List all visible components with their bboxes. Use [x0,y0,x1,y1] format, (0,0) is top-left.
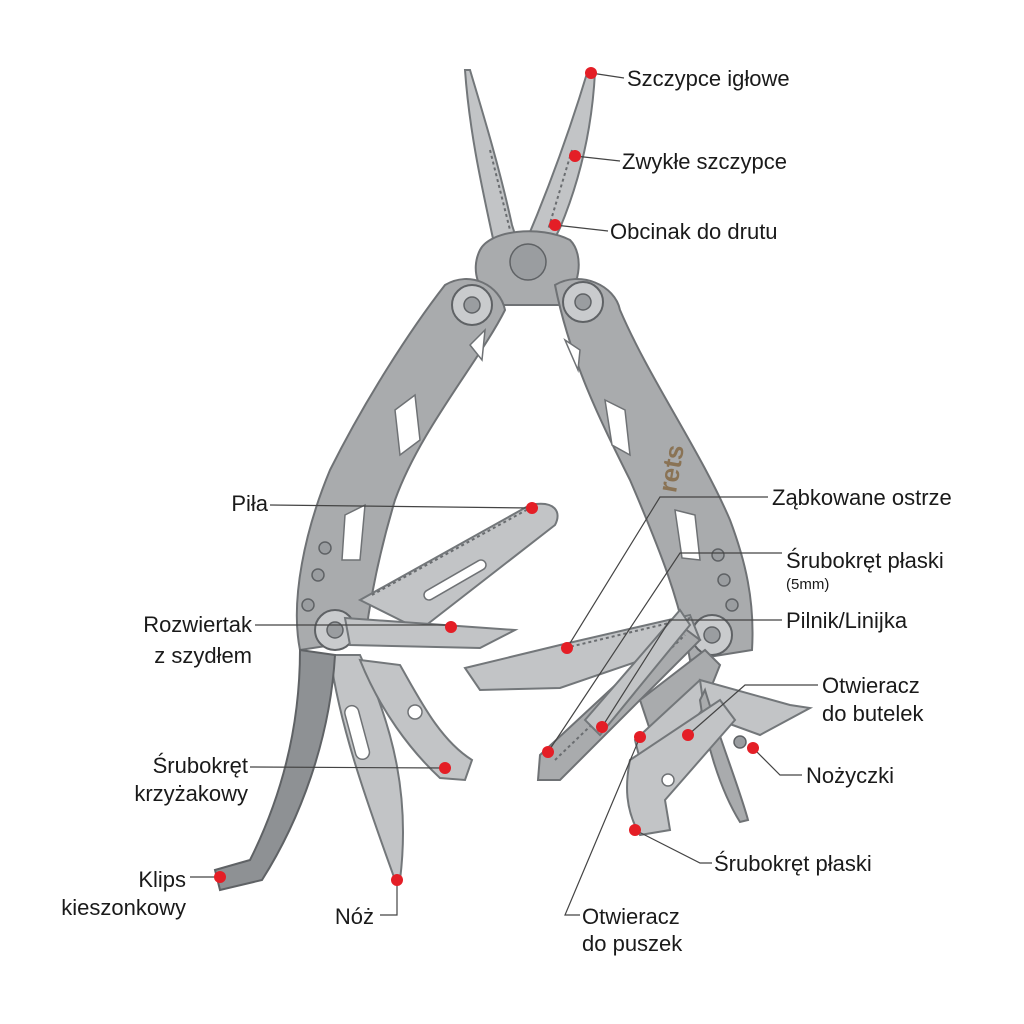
flat-screwdriver [626,698,737,837]
callout-bottle-opener: Otwieracz do butelek [682,673,925,741]
right-handle-upper-rivet [562,281,604,323]
needle-nose-pliers-dot [585,67,597,79]
flat-screwdriver-5mm-dot [542,746,554,758]
scissors-label: Nożyczki [806,763,894,788]
reamer-awl-label-line2: z szydłem [154,643,252,668]
needle-nose-pliers-label: Szczypce igłowe [627,66,790,91]
bottle-opener-dot [682,729,694,741]
left-jaw-serration [489,149,511,231]
pocket-clip-dot [214,871,226,883]
pliers-pivot-rivet [509,243,547,281]
flat-screwdriver-dot [629,824,641,836]
callout-reamer-awl: Rozwiertak z szydłem [143,612,457,668]
flat-screwdriver-label: Śrubokręt płaski [714,851,872,876]
left-handle-cutout-2 [341,503,366,561]
saw-teeth [371,507,531,596]
callout-wire-cutter: Obcinak do drutu [549,219,778,244]
left-handle-screw-2 [311,568,325,582]
regular-pliers-label: Zwykłe szczypce [622,149,787,174]
wire-cutter-label: Obcinak do drutu [610,219,778,244]
regular-pliers-dot [569,150,581,162]
left-handle-upper-rivet [451,284,493,326]
bottle-opener-label-line2: do butelek [822,701,925,726]
flat-screwdriver-5mm-label: Śrubokręt płaski [786,548,944,573]
callout-serrated-blade: Ząbkowane ostrze [561,485,952,654]
right-handle-screw-2 [717,573,731,587]
multitool-illustration: rets [213,68,814,892]
right-handle [553,278,754,662]
can-opener-label-line2: do puszek [582,931,683,956]
pocket-clip-label-line1: Klips [138,867,186,892]
phillips-screwdriver [358,658,474,782]
callout-saw: Piła [231,491,538,516]
callout-pocket-clip: Klips kieszonkowy [61,867,226,920]
pocket-clip [213,648,337,892]
saw-dot [526,502,538,514]
flat-screwdriver-5mm-note: (5mm) [786,576,829,593]
callout-flat-screwdriver: Śrubokręt płaski [629,824,872,876]
right-handle-screw-3 [725,598,739,612]
right-handle-cutout-3 [563,337,581,373]
callout-knife: Nóż [335,874,403,929]
phillips-label-line1: Śrubokręt [153,753,248,778]
phillips-screwdriver-dot [439,762,451,774]
saw-label: Piła [231,491,268,516]
file-ruler-dot [596,721,608,733]
callout-can-opener: Otwieracz do puszek [564,731,683,956]
knife-dot [391,874,403,886]
knife-thumb-hole [344,704,371,761]
callout-scissors: Nożyczki [747,742,894,788]
file-ruler-label: Pilnik/Linijka [786,608,908,633]
right-handle-screw-1 [711,548,725,562]
callout-regular-pliers: Zwykłe szczypce [569,149,787,174]
right-handle-cutout-1 [604,398,631,457]
left-handle-cutout-1 [394,393,421,457]
callout-needle-nose-pliers: Szczypce igłowe [585,66,790,91]
callout-file-ruler: Pilnik/Linijka [596,608,908,733]
callout-flat-screwdriver-5mm: Śrubokręt płaski (5mm) [542,548,944,758]
serrated-blade-dot [561,642,573,654]
callout-phillips-screwdriver: Śrubokręt krzyżakowy [134,753,451,806]
pocket-clip-label-line2: kieszonkowy [61,895,186,920]
can-opener-label-line1: Otwieracz [582,904,680,929]
scissors-dot [747,742,759,754]
can-opener-dot [634,731,646,743]
saw-slot [423,559,487,601]
right-handle-cutout-2 [674,509,701,561]
left-handle-screw-1 [318,541,332,555]
left-handle-screw-3 [301,598,315,612]
saw-blade [357,502,559,632]
phillips-label-line2: krzyżakowy [134,781,248,806]
knife-label: Nóż [335,904,374,929]
flat-screwdriver-hole [661,773,675,787]
scissors-pivot [733,735,747,749]
reamer-awl-label-line1: Rozwiertak [143,612,253,637]
flat-screwdriver-5mm [583,608,692,737]
bottle-opener-label-line1: Otwieracz [822,673,920,698]
serrated-blade-label: Ząbkowane ostrze [772,485,952,510]
right-jaw-serration [547,149,573,231]
phillips-hole [407,704,423,720]
reamer-awl-dot [445,621,457,633]
left-handle-cutout-3 [468,327,486,362]
wire-cutter-dot [549,219,561,231]
